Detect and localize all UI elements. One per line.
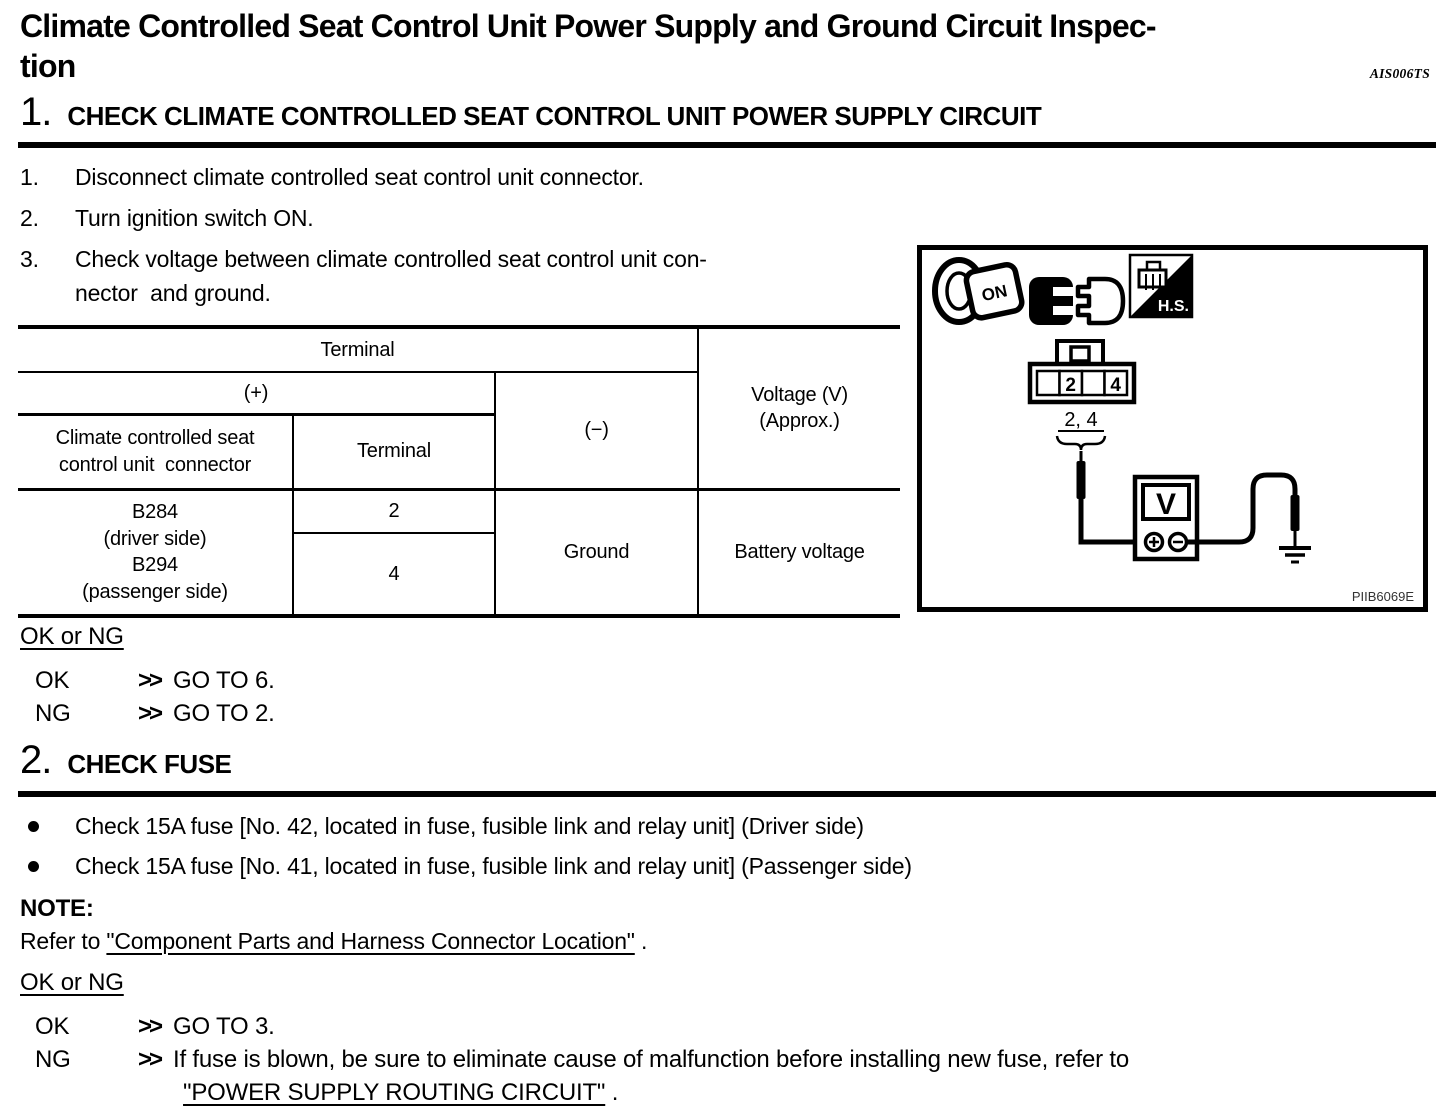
list-item: Check 15A fuse [No. 41, located in fuse,… (20, 850, 1420, 890)
step2-heading: 2. CHECK FUSE (20, 738, 232, 782)
fuse-check-list: Check 15A fuse [No. 42, located in fuse,… (20, 810, 1420, 890)
result-arrow-icon: >> (138, 700, 163, 727)
list-item-text: Turn ignition switch ON. (75, 205, 314, 231)
result-row-ng: NG >> If fuse is blown, be sure to elimi… (20, 1043, 1403, 1109)
subheader-connector: Climate controlled seat control unit con… (18, 414, 293, 491)
subheader-terminal: Terminal (292, 414, 495, 491)
divider-rule (18, 791, 1436, 797)
svg-text:4: 4 (1110, 375, 1121, 396)
note-prefix: Refer to (20, 928, 107, 954)
result-label: NG (35, 1046, 71, 1073)
result-suffix: . (605, 1079, 619, 1106)
ok-or-ng-heading: OK or NG (20, 969, 124, 996)
note-suffix: . (634, 928, 648, 954)
connector-disconnect-icon (1029, 276, 1126, 326)
step1-result-block: OK or NG OK >> GO TO 6. NG >> GO TO 2. (20, 622, 1403, 730)
cell-terminal-4: 4 (292, 533, 495, 616)
list-item-number: 1. (20, 164, 39, 190)
result-arrow-icon: >> (138, 1013, 163, 1040)
table-row: Climate controlled seat control unit con… (18, 414, 900, 491)
list-item: 1. Disconnect climate controlled seat co… (20, 160, 900, 194)
svg-text:ON: ON (980, 281, 1009, 305)
bullet-icon (28, 861, 39, 872)
svg-text:H.S.: H.S. (1158, 298, 1189, 315)
figure-code: PIIB6069E (1352, 589, 1414, 604)
note-label: NOTE: (20, 895, 94, 922)
header-plus: (+) (18, 372, 495, 416)
table-row: (+) (−) (18, 372, 900, 491)
step1-number: 1. (20, 90, 52, 134)
instruction-list: 1. Disconnect climate controlled seat co… (20, 160, 900, 317)
cell-terminal-2: 2 (292, 489, 495, 534)
header-terminal: Terminal (18, 327, 699, 373)
step2-title: CHECK FUSE (67, 749, 232, 779)
cell-ground: Ground (493, 489, 699, 616)
svg-text:2, 4: 2, 4 (1064, 409, 1097, 431)
hs-icon: H.S. (1128, 253, 1194, 319)
list-item-number: 2. (20, 205, 39, 231)
component-parts-link[interactable]: "Component Parts and Harness Connector L… (106, 928, 635, 954)
result-text-line2: "POWER SUPPLY ROUTING CIRCUIT" . (183, 1076, 1403, 1109)
doc-code: AIS006TS (1369, 66, 1430, 81)
result-arrow-icon: >> (138, 1046, 163, 1073)
bullet-text: Check 15A fuse [No. 42, located in fuse,… (75, 813, 864, 839)
svg-text:V: V (1156, 488, 1176, 521)
result-text: GO TO 6. (173, 667, 275, 694)
ignition-on-icon: ON (932, 257, 1025, 325)
table-row: Terminal Voltage (V) (Approx.) (18, 327, 901, 491)
list-item-text: Check voltage between climate controlled… (75, 246, 707, 306)
step2-result-block: OK or NG OK >> GO TO 3. NG >> If fuse is… (20, 968, 1403, 1109)
measurement-figure: ON H.S. (917, 245, 1428, 612)
result-label: NG (35, 700, 71, 727)
result-text-line1: If fuse is blown, be sure to eliminate c… (173, 1046, 1130, 1073)
result-row-ok: OK >> GO TO 6. (20, 664, 1403, 697)
result-arrow-icon: >> (138, 667, 163, 694)
voltage-spec-table: Terminal Voltage (V) (Approx.) (+) (−) C… (18, 325, 901, 618)
result-label: OK (35, 667, 70, 694)
step2-number: 2. (20, 738, 52, 782)
step1-heading: 1. CHECK CLIMATE CONTROLLED SEAT CONTROL… (20, 90, 1042, 134)
ok-or-ng-heading: OK or NG (20, 623, 124, 650)
page-title-line1: Climate Controlled Seat Control Unit Pow… (20, 8, 1157, 44)
result-label: OK (35, 1013, 70, 1040)
table-row: 4 (18, 533, 900, 616)
cell-battery-voltage: Battery voltage (697, 489, 901, 616)
figure-svg: ON H.S. (917, 245, 1428, 612)
note-text: Refer to "Component Parts and Harness Co… (20, 925, 647, 957)
result-text: GO TO 3. (173, 1013, 275, 1040)
page-title: Climate Controlled Seat Control Unit Pow… (20, 6, 1157, 86)
list-item-text: Disconnect climate controlled seat contr… (75, 164, 644, 190)
bullet-text: Check 15A fuse [No. 41, located in fuse,… (75, 853, 912, 879)
step1-title: CHECK CLIMATE CONTROLLED SEAT CONTROL UN… (67, 101, 1042, 131)
result-row-ok: OK >> GO TO 3. (20, 1010, 1403, 1043)
ground-symbol (1279, 546, 1311, 564)
note-block: NOTE: Refer to "Component Parts and Harn… (20, 893, 647, 957)
connector-pin-diagram: 2 4 2, 4 (1027, 339, 1137, 451)
page-title-line2: tion (20, 48, 76, 84)
voltmeter-circuit: V (1076, 451, 1311, 564)
list-item-number: 3. (20, 246, 39, 272)
list-item: 2. Turn ignition switch ON. (20, 201, 900, 235)
test-probe-right (1290, 495, 1300, 531)
list-item: Check 15A fuse [No. 42, located in fuse,… (20, 810, 1420, 850)
result-text: If fuse is blown, be sure to eliminate c… (173, 1043, 1403, 1109)
header-voltage: Voltage (V) (Approx.) (697, 327, 901, 491)
svg-text:2: 2 (1065, 375, 1076, 396)
cell-connector-names: B284 (driver side) B294 (passenger side) (82, 501, 228, 603)
header-minus: (−) (493, 372, 699, 491)
list-item: 3. Check voltage between climate control… (20, 242, 900, 310)
table-row: B284 (driver side) B294 (passenger side)… (18, 489, 901, 616)
divider-rule (18, 142, 1436, 148)
test-probe-left (1076, 461, 1086, 499)
bullet-icon (28, 821, 39, 832)
result-text: GO TO 2. (173, 700, 275, 727)
result-row-ng: NG >> GO TO 2. (20, 697, 1403, 730)
power-supply-routing-link[interactable]: "POWER SUPPLY ROUTING CIRCUIT" (183, 1079, 606, 1106)
